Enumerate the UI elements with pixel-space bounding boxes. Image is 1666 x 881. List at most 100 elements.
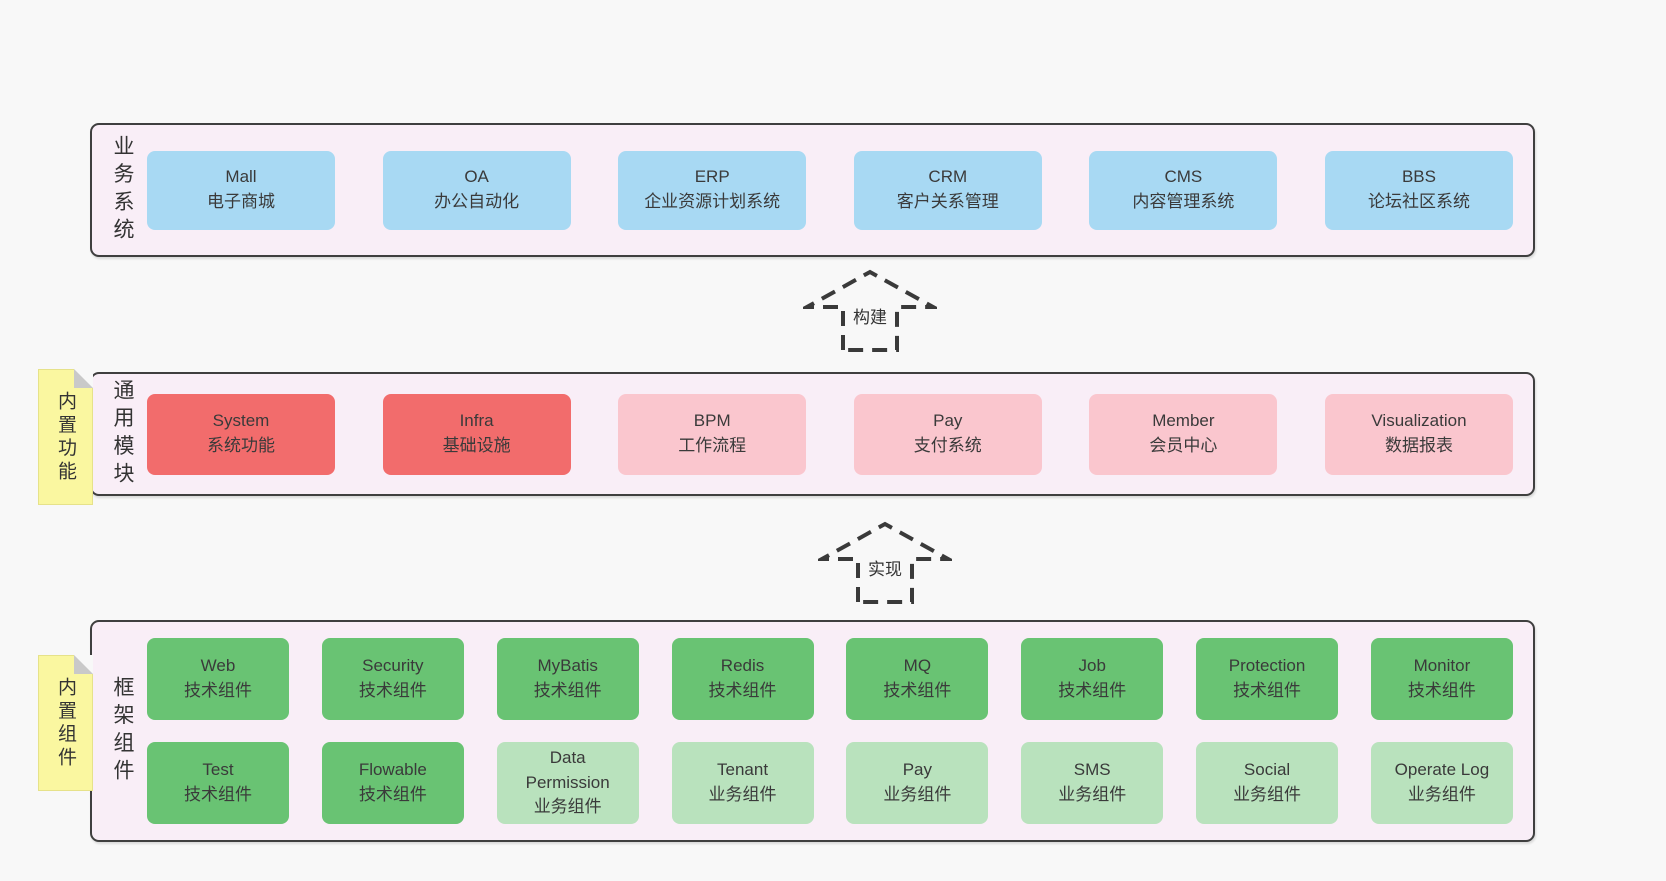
- box-desc: 技术组件: [184, 785, 252, 804]
- box-desc: 技术组件: [708, 681, 777, 700]
- arrow-build: 构建: [799, 268, 941, 354]
- note-builtin-features-label: 内置功能: [55, 390, 76, 484]
- box-name: Infra: [459, 411, 494, 431]
- box-name: System: [212, 411, 270, 431]
- arrow-build-label: 构建: [850, 303, 890, 328]
- box-name: Tenant: [717, 760, 769, 780]
- layer-label-common-modules: 通用模块: [111, 378, 134, 490]
- box-job: Job 技术组件: [1021, 638, 1164, 720]
- box-name: Redis: [720, 656, 765, 676]
- box-name: Member: [1152, 411, 1215, 431]
- box-oa: OA 办公自动化: [382, 150, 571, 230]
- box-name: Operate Log: [1394, 760, 1490, 780]
- box-desc: 论坛社区系统: [1367, 192, 1470, 211]
- box-name: Pay: [902, 760, 933, 780]
- box-desc: 业务组件: [883, 785, 952, 804]
- box-desc: 工作流程: [678, 436, 747, 455]
- box-desc: 办公自动化: [434, 192, 520, 211]
- box-desc: 系统功能: [207, 436, 275, 455]
- box-desc: 数据报表: [1384, 436, 1453, 455]
- box-name: Visualization: [1371, 411, 1467, 431]
- box-web: Web 技术组件: [147, 638, 289, 720]
- box-name: CMS: [1164, 167, 1203, 187]
- box-desc: 会员中心: [1149, 436, 1218, 455]
- box-desc: 业务组件: [1058, 785, 1127, 804]
- box-name: Security: [362, 656, 424, 676]
- box-name: Mall: [225, 167, 257, 187]
- box-desc: 技术组件: [184, 681, 252, 700]
- box-crm: CRM 客户关系管理: [853, 150, 1042, 230]
- box-desc: 技术组件: [1058, 681, 1127, 700]
- box-pay: Pay 业务组件: [846, 742, 989, 824]
- layer-framework-components: 框架组件 Web 技术组件 Security 技术组件 MyBatis 技术组件 Redis…: [90, 620, 1535, 842]
- box-monitor: Monitor 技术组件: [1370, 638, 1513, 720]
- box-name: MQ: [903, 656, 932, 676]
- box-desc: 技术组件: [358, 681, 427, 700]
- box-flowable: Flowable 技术组件: [321, 742, 464, 824]
- dashed-up-arrow-icon: [814, 521, 956, 604]
- box-operate-log: Operate Log 业务组件: [1370, 742, 1513, 824]
- box-name: MyBatis: [537, 656, 598, 676]
- box-name: Web: [200, 656, 236, 676]
- box-bbs: BBS 论坛社区系统: [1324, 150, 1513, 230]
- box-data-permission: Data Permission 业务组件: [496, 742, 639, 824]
- box-desc: 基础设施: [442, 436, 511, 455]
- layer-label-business-systems: 业务系统: [111, 134, 134, 246]
- box-desc: 支付系统: [913, 436, 982, 455]
- layer-label-framework-components: 框架组件: [111, 675, 134, 787]
- box-name: CRM: [928, 167, 968, 187]
- note-builtin-features: 内置功能: [38, 369, 93, 505]
- box-desc: 电子商城: [207, 192, 275, 211]
- box-name: Data Permission: [525, 748, 610, 792]
- note-builtin-components: 内置组件: [38, 655, 93, 791]
- box-system: System 系统功能: [147, 393, 335, 475]
- box-name: ERP: [694, 167, 730, 187]
- box-desc: 业务组件: [1407, 785, 1476, 804]
- box-name: Protection: [1228, 656, 1306, 676]
- box-name: BPM: [693, 411, 731, 431]
- box-member: Member 会员中心: [1089, 393, 1278, 475]
- box-desc: 客户关系管理: [896, 192, 999, 211]
- box-desc: 业务组件: [533, 797, 602, 817]
- arrow-implement: 实现: [814, 520, 956, 606]
- box-tenant: Tenant 业务组件: [671, 742, 814, 824]
- box-sms: SMS 业务组件: [1021, 742, 1164, 824]
- box-mybatis: MyBatis 技术组件: [496, 638, 639, 720]
- box-name: BBS: [1401, 167, 1436, 187]
- box-name: Social: [1243, 760, 1291, 780]
- box-security: Security 技术组件: [321, 638, 464, 720]
- box-desc: 技术组件: [358, 785, 427, 804]
- box-mq: MQ 技术组件: [846, 638, 989, 720]
- box-visualization: Visualization 数据报表: [1324, 393, 1513, 475]
- box-name: Job: [1078, 656, 1106, 676]
- box-name: Flowable: [358, 760, 427, 780]
- box-name: OA: [464, 167, 489, 187]
- box-desc: 技术组件: [883, 681, 952, 700]
- box-infra: Infra 基础设施: [382, 393, 571, 475]
- box-bpm: BPM 工作流程: [618, 393, 807, 475]
- box-social: Social 业务组件: [1196, 742, 1339, 824]
- box-name: Monitor: [1413, 656, 1471, 676]
- box-desc: 技术组件: [533, 681, 602, 700]
- box-name: SMS: [1073, 760, 1111, 780]
- arrow-implement-label: 实现: [865, 555, 905, 580]
- box-desc: 业务组件: [708, 785, 777, 804]
- dashed-up-arrow-icon: [799, 269, 941, 352]
- box-desc: 技术组件: [1407, 681, 1476, 700]
- box-desc: 业务组件: [1233, 785, 1302, 804]
- note-builtin-components-label: 内置组件: [55, 676, 76, 770]
